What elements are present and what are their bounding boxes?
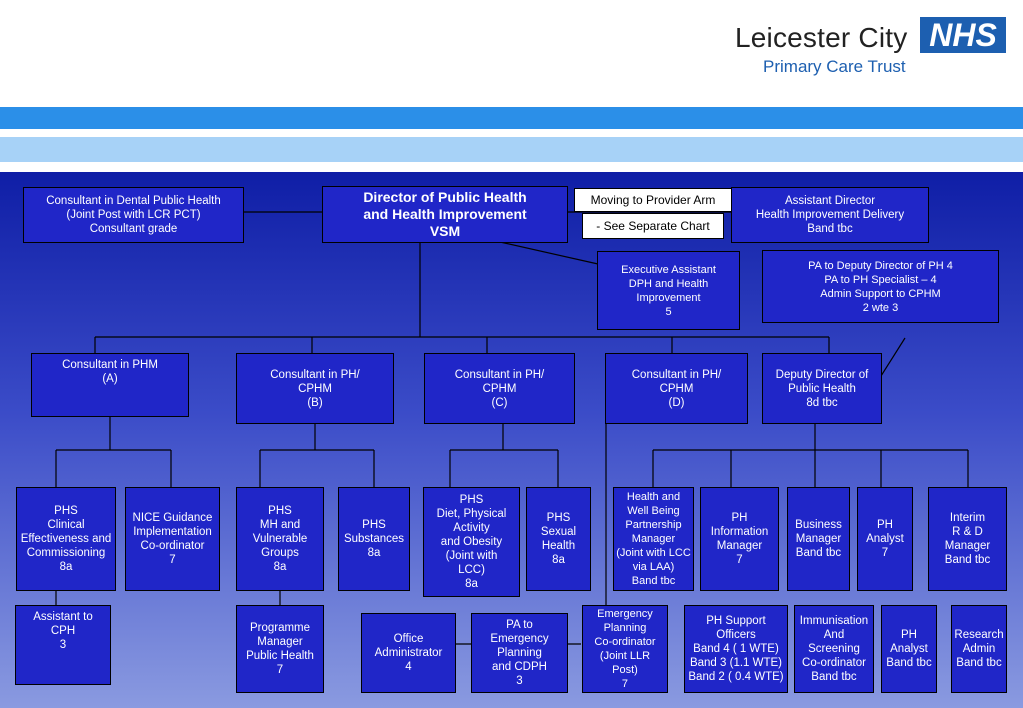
box-dental-public-health: Consultant in Dental Public Health (Join… [23, 187, 244, 243]
box-phs-substances: PHS Substances 8a [338, 487, 410, 591]
box-interim-rd-manager: Interim R & D Manager Band tbc [928, 487, 1007, 591]
box-office-administrator: Office Administrator 4 [361, 613, 456, 693]
box-ph-information-manager: PH Information Manager 7 [700, 487, 779, 591]
box-consultant-d: Consultant in PH/ CPHM (D) [605, 353, 748, 424]
box-moving-provider-arm: Moving to Provider Arm [574, 188, 732, 212]
box-business-manager: Business Manager Band tbc [787, 487, 850, 591]
org-name: Leicester City [735, 22, 908, 53]
box-emergency-planning-coordinator: Emergency Planning Co-ordinator (Joint L… [582, 605, 668, 693]
box-phs-diet: PHS Diet, Physical Activity and Obesity … [423, 487, 520, 597]
box-phs-mh: PHS MH and Vulnerable Groups 8a [236, 487, 324, 591]
box-deputy-director: Deputy Director of Public Health 8d tbc [762, 353, 882, 424]
box-phs-sexual-health: PHS Sexual Health 8a [526, 487, 591, 591]
box-research-admin: Research Admin Band tbc [951, 605, 1007, 693]
box-consultant-c: Consultant in PH/ CPHM (C) [424, 353, 575, 424]
box-ph-support-officers: PH Support Officers Band 4 ( 1 WTE) Band… [684, 605, 788, 693]
org-subtitle: Primary Care Trust [763, 57, 906, 76]
box-director-public-health: Director of Public Health and Health Imp… [322, 186, 568, 243]
box-phs-clinical: PHS Clinical Effectiveness and Commissio… [16, 487, 116, 591]
box-nice-guidance: NICE Guidance Implementation Co-ordinato… [125, 487, 220, 591]
header-band-dark [0, 107, 1023, 129]
box-programme-manager: Programme Manager Public Health 7 [236, 605, 324, 693]
box-ph-analyst-band-tbc: PH Analyst Band tbc [881, 605, 937, 693]
box-consultant-phm-a: Consultant in PHM (A) [31, 353, 189, 417]
header-band-light [0, 137, 1023, 162]
box-assistant-director: Assistant Director Health Improvement De… [731, 187, 929, 243]
box-ph-analyst: PH Analyst 7 [857, 487, 913, 591]
box-assistant-to-cph: Assistant to CPH 3 [15, 605, 111, 685]
box-pa-deputy-director: PA to Deputy Director of PH 4 PA to PH S… [762, 250, 999, 323]
box-health-wellbeing: Health and Well Being Partnership Manage… [613, 487, 694, 591]
box-pa-emergency-planning: PA to Emergency Planning and CDPH 3 [471, 613, 568, 693]
box-immunisation-screening: Immunisation And Screening Co-ordinator … [794, 605, 874, 693]
box-executive-assistant: Executive Assistant DPH and Health Impro… [597, 251, 740, 330]
header: Leicester City NHS Primary Care Trust [0, 0, 1023, 172]
box-consultant-b: Consultant in PH/ CPHM (B) [236, 353, 394, 424]
box-see-separate-chart: - See Separate Chart [582, 213, 724, 239]
nhs-logo: NHS [920, 17, 1006, 53]
